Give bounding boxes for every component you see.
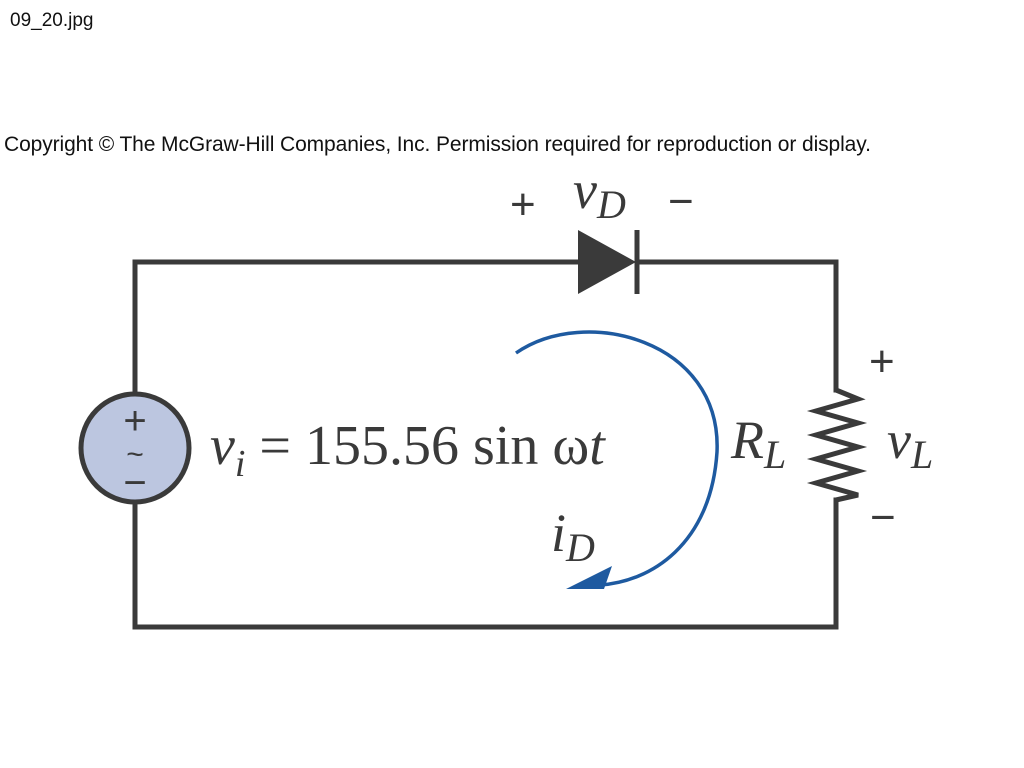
source-minus-sign: − [123, 461, 146, 505]
diode [578, 230, 640, 294]
current-arrow-head [566, 566, 612, 589]
source-circle [78, 391, 192, 505]
current-arrow [515, 330, 719, 589]
load-voltage-plus: + [869, 337, 895, 386]
load-voltage-label: vL [887, 410, 933, 477]
resistor-label: RL [730, 410, 786, 477]
copyright-notice: Copyright © The McGraw-Hill Companies, I… [4, 133, 871, 156]
source-tilde-sign: ~ [126, 438, 144, 471]
current-arrow-arc [515, 330, 719, 587]
wires [132, 259, 839, 630]
voltage-source: + ~ − [78, 391, 192, 505]
source-equation: vi = 155.56 sin ωt [210, 415, 606, 485]
resistor [806, 387, 868, 503]
load-voltage-minus: − [870, 493, 896, 542]
current-label: iD [551, 503, 595, 570]
source-plus-sign: + [123, 399, 146, 443]
diode-triangle [578, 230, 636, 294]
diode-voltage-plus: + [510, 180, 536, 229]
file-name: 09_20.jpg [10, 10, 94, 31]
diode-voltage-label: vD [573, 160, 626, 227]
diode-voltage-minus: − [668, 177, 694, 226]
